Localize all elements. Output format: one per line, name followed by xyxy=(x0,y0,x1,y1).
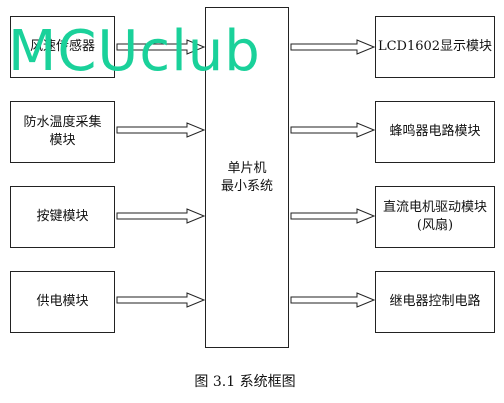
relay-control-circuit-box: 继电器控制电路 xyxy=(375,271,495,333)
wind-speed-sensor-label: 风速传感器 xyxy=(29,39,95,54)
relay-control-circuit-label: 继电器控制电路 xyxy=(389,294,481,309)
waterproof-temp-module-box: 防水温度采集 模块 xyxy=(10,101,115,163)
arrow-temp-module-to-mcu xyxy=(116,122,206,138)
arrow-mcu-to-lcd xyxy=(290,39,376,55)
arrow-mcu-to-motor-driver xyxy=(290,208,376,224)
arrow-power-to-mcu xyxy=(116,292,206,308)
keypad-module-box: 按键模块 xyxy=(10,186,115,248)
keypad-module-label: 按键模块 xyxy=(36,209,89,224)
waterproof-temp-module-label-line1: 防水温度采集 xyxy=(23,115,102,130)
buzzer-circuit-module-box: 蜂鸣器电路模块 xyxy=(375,101,495,163)
dc-motor-driver-module-box: 直流电机驱动模块 (风扇) xyxy=(375,186,495,248)
power-module-box: 供电模块 xyxy=(10,271,115,333)
dc-motor-driver-module-label-line1: 直流电机驱动模块 xyxy=(382,200,487,215)
arrow-mcu-to-relay xyxy=(290,292,376,308)
lcd1602-display-module-box: LCD1602显示模块 xyxy=(375,16,495,78)
mcu-minimum-system-box: 单片机 最小系统 xyxy=(205,7,289,348)
mcu-label-line1: 单片机 xyxy=(227,160,267,176)
power-module-label: 供电模块 xyxy=(36,294,89,309)
buzzer-circuit-module-label: 蜂鸣器电路模块 xyxy=(389,124,481,139)
wind-speed-sensor-box: 风速传感器 xyxy=(10,16,115,78)
figure-caption: 图 3.1 系统框图 xyxy=(194,374,296,390)
mcu-label-line2: 最小系统 xyxy=(220,178,273,194)
dc-motor-driver-module-label-line2: (风扇) xyxy=(416,218,454,233)
arrow-keypad-to-mcu xyxy=(116,208,206,224)
arrow-mcu-to-buzzer xyxy=(290,122,376,138)
waterproof-temp-module-label-line2: 模块 xyxy=(49,133,76,148)
arrow-wind-sensor-to-mcu xyxy=(116,39,206,55)
lcd1602-display-module-label: LCD1602显示模块 xyxy=(377,39,493,54)
